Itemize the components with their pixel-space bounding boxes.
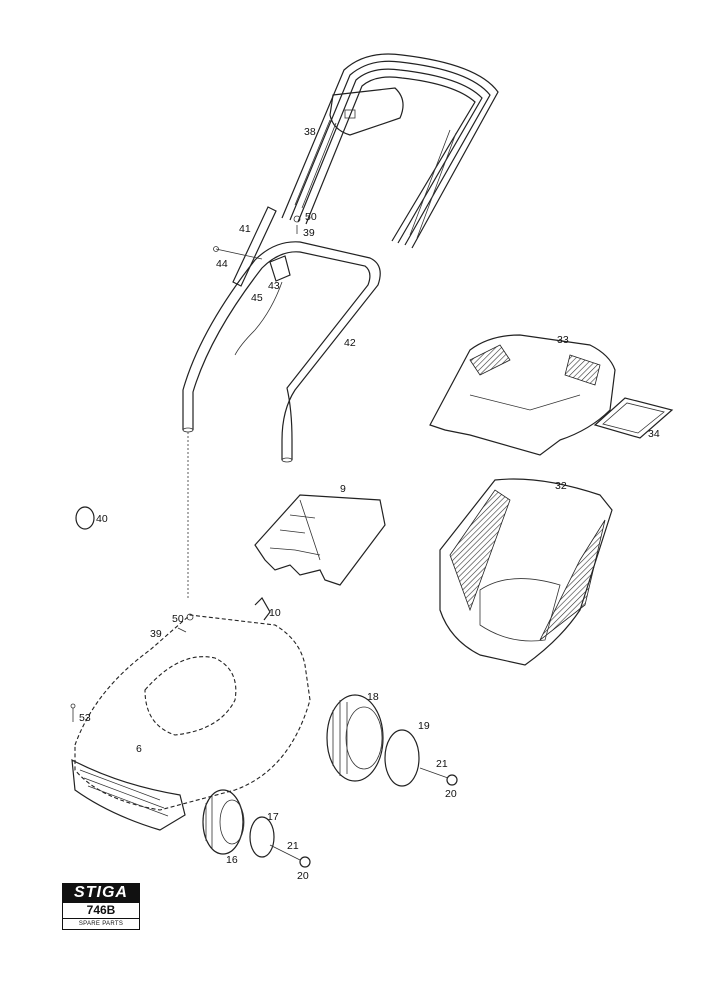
part-label-21: 21 (436, 758, 448, 770)
mower-deck-part (71, 614, 311, 831)
part-label-40: 40 (96, 513, 108, 525)
part-label-45: 45 (251, 292, 263, 304)
stiga-logo: STIGA 746B SPARE PARTS (62, 883, 140, 930)
part-label-17: 17 (267, 811, 279, 823)
part-label-44: 44 (216, 258, 228, 270)
part-label-16: 16 (226, 854, 238, 866)
grass-bag-part (439, 478, 613, 666)
part-label-38: 38 (304, 126, 316, 138)
lower-handle-part (182, 241, 381, 600)
part-label-43: 43 (268, 280, 280, 292)
part-label-50: 50 (305, 211, 317, 223)
part-label-42: 42 (344, 337, 356, 349)
logo-model: 746B (62, 903, 140, 919)
handle-fastener-part (293, 215, 301, 234)
grass-bag-top-part (429, 334, 674, 456)
part-label-32: 32 (555, 480, 567, 492)
deck-fastener-part (177, 613, 194, 633)
part-label-50-lower: 50 (172, 613, 184, 625)
part-label-6: 6 (136, 743, 142, 755)
part-label-21-lower: 21 (287, 840, 299, 852)
part-label-53: 53 (79, 712, 91, 724)
part-label-10: 10 (269, 607, 281, 619)
upper-handle-part (281, 53, 499, 249)
part-label-33: 33 (557, 334, 569, 346)
logo-brand: STIGA (62, 883, 140, 903)
part-label-20: 20 (445, 788, 457, 800)
rear-wheel-part (326, 694, 458, 787)
part-label-20-lower: 20 (297, 870, 309, 882)
part-label-9: 9 (340, 483, 346, 495)
logo-subtitle: SPARE PARTS (62, 919, 140, 930)
screw-part (70, 703, 76, 722)
clip-part (75, 506, 95, 530)
part-label-41: 41 (239, 223, 251, 235)
cable-part (254, 597, 271, 621)
part-label-39: 39 (303, 227, 315, 239)
part-label-39-lower: 39 (150, 628, 162, 640)
cover-part (254, 494, 386, 586)
control-bar-part (213, 206, 291, 356)
part-label-18: 18 (367, 691, 379, 703)
part-label-19: 19 (418, 720, 430, 732)
part-label-34: 34 (648, 428, 660, 440)
front-wheel-part (202, 789, 311, 868)
